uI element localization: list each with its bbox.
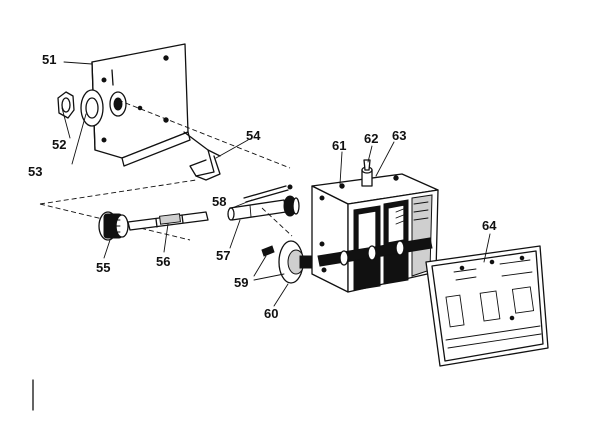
callout-62: 62	[364, 131, 378, 146]
part-62-terminal-post	[361, 159, 373, 187]
leader-lines	[61, 61, 491, 307]
callout-58: 58	[212, 194, 226, 209]
switch-housing	[311, 173, 439, 293]
part-59-screw	[261, 245, 275, 257]
part-52-nut	[57, 91, 75, 119]
callout-51: 51	[42, 52, 56, 67]
part-60-cam	[278, 240, 321, 284]
callout-61: 61	[332, 138, 346, 153]
part-57-camshaft	[227, 195, 300, 221]
callout-labels: 51 52 53 54 55 56 57 58 59 60 61 62 63 6…	[28, 52, 497, 321]
callout-57: 57	[216, 248, 230, 263]
callout-53: 53	[28, 164, 42, 179]
part-51-bracket-plate	[91, 43, 191, 167]
callout-59: 59	[234, 275, 248, 290]
callout-63: 63	[392, 128, 406, 143]
callout-60: 60	[264, 306, 278, 321]
part-54-clip	[183, 131, 221, 181]
projection-lines-upper	[39, 99, 291, 241]
callout-54: 54	[246, 128, 261, 143]
part-53-washer	[80, 89, 104, 127]
callout-55: 55	[96, 260, 110, 275]
part-55-knob	[98, 211, 129, 241]
callout-64: 64	[482, 218, 497, 233]
part-58-pin	[243, 184, 293, 237]
callout-52: 52	[52, 137, 66, 152]
part-56-shaft	[127, 211, 209, 231]
callout-56: 56	[156, 254, 170, 269]
part-64-cover-plate	[425, 245, 549, 367]
